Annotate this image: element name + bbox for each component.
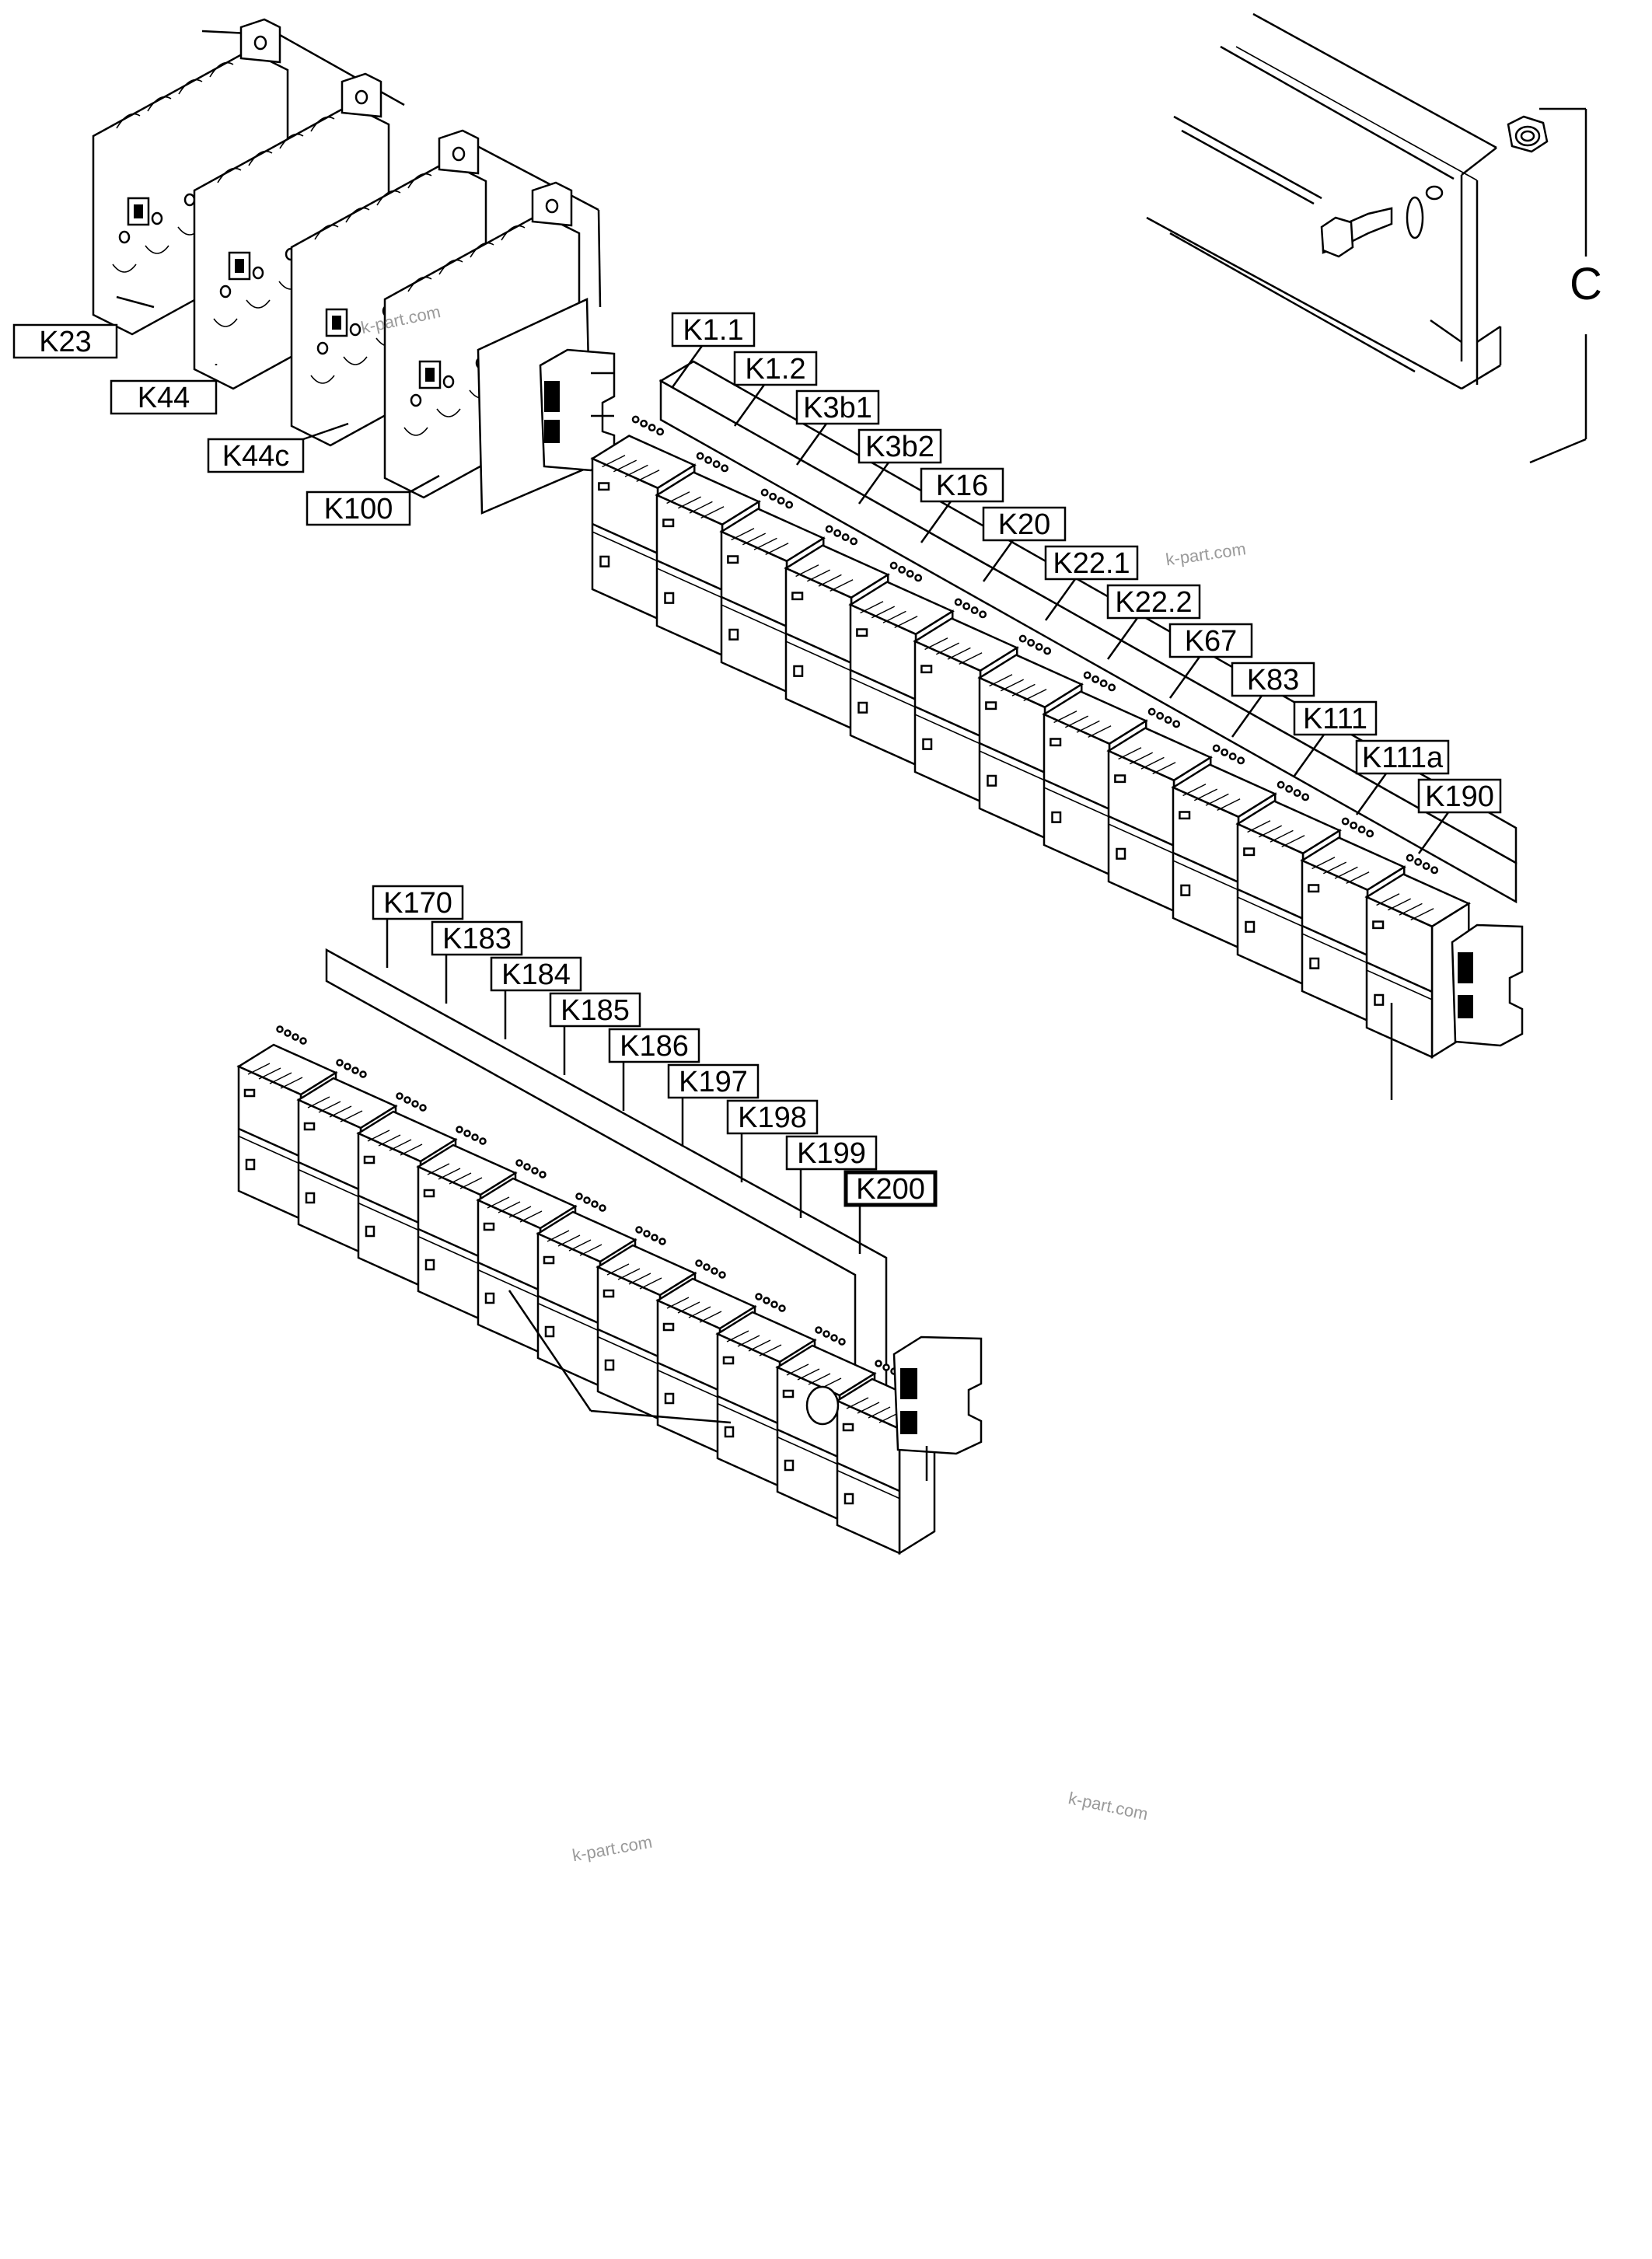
callout-k20: K20 xyxy=(982,506,1067,582)
callout-label: K22.1 xyxy=(1053,547,1130,580)
callout-k111a: K111a xyxy=(1355,739,1450,815)
callout-label: K22.2 xyxy=(1115,586,1192,619)
callout-label: K1.1 xyxy=(683,314,743,347)
relay-coil-cylinder xyxy=(805,1385,840,1426)
callout-label: K111a xyxy=(1362,742,1444,774)
callout-label: K186 xyxy=(620,1030,689,1063)
callout-k83: K83 xyxy=(1231,662,1315,738)
callout-label: K3b2 xyxy=(865,431,934,463)
callout-k200: K200 xyxy=(843,1170,938,1254)
callout-k186: K186 xyxy=(608,1028,700,1111)
callout-label: K23 xyxy=(39,326,92,358)
callout-label: K111 xyxy=(1303,703,1367,735)
callout-label: K190 xyxy=(1425,780,1494,813)
callout-label: K44c xyxy=(222,440,290,473)
callout-k190: K190 xyxy=(1417,778,1502,854)
callout-label: K185 xyxy=(561,994,630,1027)
callout-k1-1: K1.1 xyxy=(671,312,756,388)
terminal-block-assembly xyxy=(92,18,616,515)
callout-label: K200 xyxy=(856,1173,925,1206)
callout-label: K3b1 xyxy=(803,392,872,424)
callout-k1-2: K1.2 xyxy=(733,351,818,427)
callout-label: K199 xyxy=(797,1137,866,1170)
callout-label: K83 xyxy=(1247,664,1300,697)
callout-k22-1: K22.1 xyxy=(1044,545,1139,621)
callout-label: K1.2 xyxy=(745,353,805,386)
callout-k199: K199 xyxy=(785,1135,878,1218)
end-clamp-lower xyxy=(892,1335,983,1455)
callout-label: K16 xyxy=(936,470,989,502)
callout-label: K20 xyxy=(998,508,1051,541)
callout-k111: K111 xyxy=(1293,700,1378,777)
callout-k198: K198 xyxy=(726,1099,819,1182)
callout-k23: K23 xyxy=(12,295,155,359)
detail-c-label: C xyxy=(1570,259,1602,309)
callout-k3b1: K3b1 xyxy=(795,389,880,466)
callout-k100: K100 xyxy=(306,474,440,526)
callout-k44c: K44c xyxy=(207,422,349,473)
callout-k185: K185 xyxy=(549,992,641,1075)
callout-k170: K170 xyxy=(372,885,464,968)
callout-k3b2: K3b2 xyxy=(857,428,942,505)
callout-label: K170 xyxy=(383,887,452,920)
detail-c-mounting-rail: C xyxy=(1146,12,1602,464)
callout-k22-2: K22.2 xyxy=(1106,584,1201,660)
callout-label: K184 xyxy=(501,958,571,991)
callout-k197: K197 xyxy=(667,1063,760,1147)
callout-label: K183 xyxy=(442,923,512,955)
callout-label: K100 xyxy=(324,493,393,525)
callout-label: K198 xyxy=(738,1102,807,1134)
end-clamp-upper xyxy=(539,348,616,472)
callout-label: K197 xyxy=(679,1066,748,1098)
end-clamp-right xyxy=(1451,924,1524,1047)
relay-module xyxy=(1364,854,1471,1060)
watermark: k-part.com xyxy=(571,1832,654,1866)
callout-k67: K67 xyxy=(1168,623,1253,699)
watermark: k-part.com xyxy=(1067,1788,1150,1824)
callout-label: K44 xyxy=(138,382,190,414)
callout-k16: K16 xyxy=(920,467,1004,543)
callout-k184: K184 xyxy=(490,956,582,1039)
callout-label: K67 xyxy=(1185,625,1238,658)
callout-k183: K183 xyxy=(431,920,523,1004)
upper-relay-row xyxy=(658,360,1518,904)
watermark: k-part.com xyxy=(1165,539,1247,569)
callout-k44: K44 xyxy=(110,364,218,415)
